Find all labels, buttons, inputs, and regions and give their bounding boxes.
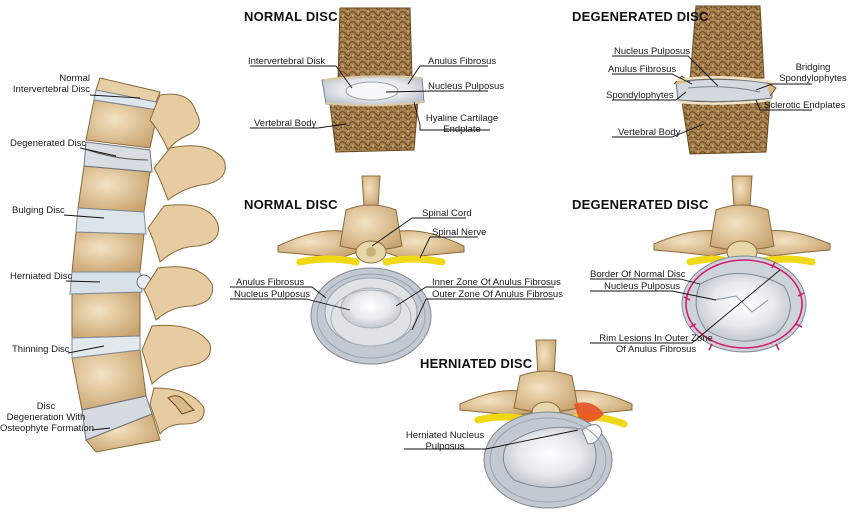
label-herniated-nucleus-pulposus: Herniated Nucleus Pulposus: [405, 430, 485, 452]
label-nucleus-pulposus-degen-axial: Nucleus Pulposus: [604, 281, 681, 292]
label-nucleus-pulposus-axial: Nucleus Pulposus: [234, 289, 311, 300]
leader-lines: [63, 55, 812, 450]
label-inner-zone-anulus: Inner Zone Of Anulus Fibrosus: [432, 277, 561, 288]
label-bridging-spondylophytes: Bridging Spondylophytes: [779, 62, 847, 84]
label-nucleus-pulposus-degen-side: Nucleus Pulposus: [614, 46, 691, 57]
label-thinning-disc: Thinning Disc: [12, 344, 70, 355]
heading-herniated-disc-axial: HERNIATED DISC: [420, 356, 533, 371]
heading-normal-disc-side: NORMAL DISC: [244, 9, 338, 24]
label-sclerotic-endplates: Sclerotic Endplates: [764, 100, 846, 111]
label-outer-zone-anulus: Outer Zone Of Anulus Fibrosus: [432, 289, 563, 300]
label-nucleus-pulposus-side: Nucleus Pulposus: [428, 81, 505, 92]
label-spinal-nerve: Spinal Nerve: [432, 227, 487, 238]
label-disc-degeneration-osteophyte: Disc Degeneration With Osteophyte Format…: [0, 401, 94, 434]
label-anulus-fibrosus-degen-side: Anulus Fibrosus: [608, 64, 677, 75]
label-hyaline-cartilage-endplate: Hyaline Cartilage Endplate: [425, 113, 499, 135]
lumbar-spine-illustration: [69, 77, 226, 453]
heading-degenerated-disc-side: DEGENERATED DISC: [572, 9, 709, 24]
label-anulus-fibrosus-side: Anulus Fibrosus: [428, 56, 497, 67]
degenerated-disc-axial-illustration: [653, 175, 831, 353]
label-normal-intervertebral-disc: Normal Intervertebral Disc: [12, 73, 90, 95]
label-degenerated-disc: Degenerated Disc: [10, 138, 87, 149]
label-bulging-disc: Bulging Disc: [12, 205, 65, 216]
label-anulus-fibrosus-axial: Anulus Fibrosus: [236, 277, 305, 288]
heading-normal-disc-axial: NORMAL DISC: [244, 197, 338, 212]
normal-disc-side-illustration: [321, 7, 425, 153]
label-rim-lesions: Rim Lesions In Outer Zone Of Anulus Fibr…: [599, 333, 713, 355]
label-spinal-cord: Spinal Cord: [422, 208, 472, 219]
label-intervertebral-disk: Intervertebral Disk: [248, 56, 326, 67]
label-spondylophytes: Spondylophytes: [606, 90, 674, 101]
herniated-disc-axial-illustration: [459, 339, 633, 509]
degenerated-disc-side-illustration: [673, 5, 777, 155]
label-vertebral-body-normal: Vertebral Body: [254, 118, 317, 129]
label-herniated-disc: Herniated Disc: [10, 271, 73, 282]
label-vertebral-body-degen: Vertebral Body: [618, 127, 681, 138]
normal-disc-axial-illustration: [277, 175, 465, 365]
label-border-normal-disc: Border Of Normal Disc: [590, 269, 686, 280]
heading-degenerated-disc-axial: DEGENERATED DISC: [572, 197, 709, 212]
